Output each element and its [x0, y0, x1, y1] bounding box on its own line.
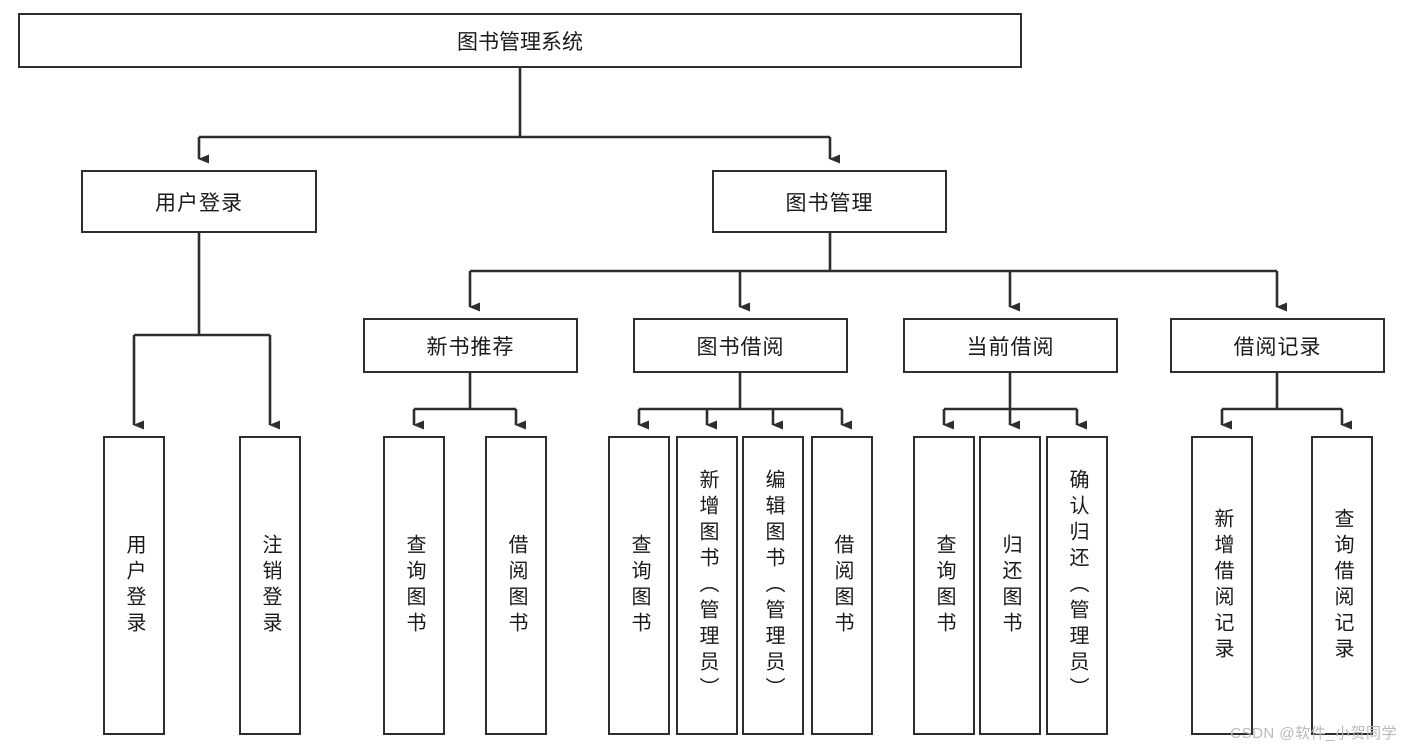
node-borrow-record[interactable]: 借阅记录 — [1170, 318, 1385, 373]
node-label: 图书借阅 — [696, 335, 785, 359]
node-label: 当前借阅 — [966, 335, 1055, 359]
leaf-confirm-return-admin[interactable]: 确认归还（管理员） — [1046, 436, 1108, 735]
leaf-query-book-recommend[interactable]: 查询图书 — [383, 436, 445, 735]
node-label: 归还图书 — [999, 533, 1021, 638]
leaf-edit-book-admin[interactable]: 编辑图书（管理员） — [742, 436, 804, 735]
watermark: CSDN @软件_小贺同学 — [1230, 725, 1397, 742]
leaf-query-book-borrow[interactable]: 查询图书 — [608, 436, 670, 735]
leaf-logout[interactable]: 注销登录 — [239, 436, 301, 735]
node-label: 图书管理系统 — [457, 30, 583, 54]
node-label: 借阅记录 — [1233, 335, 1322, 359]
node-label: 新增图书（管理员） — [696, 468, 718, 703]
node-book-management[interactable]: 图书管理 — [712, 170, 947, 233]
leaf-query-borrow-record[interactable]: 查询借阅记录 — [1311, 436, 1373, 735]
node-label: 用户登录 — [155, 191, 243, 215]
leaf-add-book-admin[interactable]: 新增图书（管理员） — [676, 436, 738, 735]
node-label: 注销登录 — [259, 533, 281, 638]
leaf-return-book[interactable]: 归还图书 — [979, 436, 1041, 735]
leaf-query-book-current[interactable]: 查询图书 — [913, 436, 975, 735]
node-user-login[interactable]: 用户登录 — [81, 170, 317, 233]
node-label: 查询借阅记录 — [1331, 507, 1353, 664]
node-label: 借阅图书 — [505, 533, 527, 638]
node-label: 新增借阅记录 — [1211, 507, 1233, 664]
leaf-add-borrow-record[interactable]: 新增借阅记录 — [1191, 436, 1253, 735]
node-label: 图书管理 — [785, 191, 874, 215]
node-label: 新书推荐 — [426, 335, 515, 359]
node-label: 借阅图书 — [831, 533, 853, 638]
node-label: 查询图书 — [403, 533, 425, 638]
leaf-borrow-book-recommend[interactable]: 借阅图书 — [485, 436, 547, 735]
node-label: 查询图书 — [628, 533, 650, 638]
leaf-borrow-book[interactable]: 借阅图书 — [811, 436, 873, 735]
node-label: 编辑图书（管理员） — [762, 468, 784, 703]
node-book-borrow[interactable]: 图书借阅 — [633, 318, 848, 373]
node-label: 确认归还（管理员） — [1066, 468, 1088, 703]
node-new-book-recommend[interactable]: 新书推荐 — [363, 318, 578, 373]
leaf-user-login[interactable]: 用户登录 — [103, 436, 165, 735]
node-root-book-management-system[interactable]: 图书管理系统 — [18, 13, 1022, 68]
node-current-borrow[interactable]: 当前借阅 — [903, 318, 1118, 373]
node-label: 查询图书 — [933, 533, 955, 638]
node-label: 用户登录 — [123, 533, 145, 638]
